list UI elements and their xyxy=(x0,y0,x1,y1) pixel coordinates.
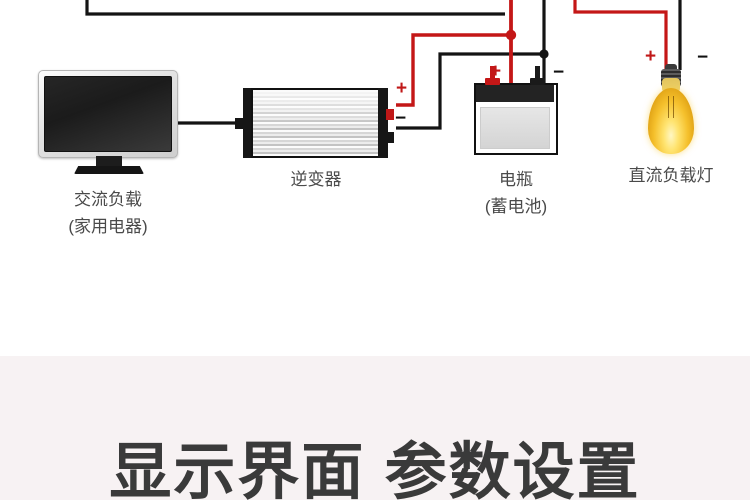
section-title: 显示界面 参数设置 xyxy=(109,438,641,500)
battery-negative-post xyxy=(535,66,540,80)
bulb-minus-sign: − xyxy=(697,47,709,68)
inverter-icon xyxy=(235,88,394,158)
monitor-screen xyxy=(44,76,172,152)
inverter-right-cap xyxy=(378,88,388,158)
monitor-stand-neck xyxy=(96,156,122,168)
ac-load-label-line1: 交流负载 xyxy=(74,190,142,209)
section-banner: 显示界面 参数设置 xyxy=(0,356,750,500)
inverter-positive-terminal xyxy=(386,109,394,120)
inverter-left-cap xyxy=(243,88,253,158)
ac-load-label-line2: (家用电器) xyxy=(68,217,148,236)
inverter-negative-terminal xyxy=(386,132,394,143)
inverter-minus-sign: − xyxy=(395,108,407,129)
battery-minus-sign: − xyxy=(553,62,565,83)
battery-positive-terminal xyxy=(485,78,500,85)
battery-icon xyxy=(474,66,558,155)
light-bulb-icon xyxy=(640,62,702,162)
battery-top-cover xyxy=(476,85,554,102)
wiring-lines xyxy=(85,0,682,130)
solar-system-wiring-diagram: 交流负载 (家用电器) + − 逆变器 + − 电瓶 (蓄电池) xyxy=(38,0,714,236)
inverter-label: 逆变器 xyxy=(290,170,342,189)
dc-load-lamp-label: 直流负载灯 xyxy=(628,166,714,185)
battery-plus-sign: + xyxy=(490,61,502,82)
battery-front-panel xyxy=(480,107,550,149)
battery-negative-terminal xyxy=(530,78,545,85)
inverter-ac-terminal xyxy=(235,118,243,129)
bulb-filament xyxy=(667,96,675,118)
inverter-body xyxy=(251,88,380,158)
monitor-stand-base xyxy=(74,166,144,174)
bulb-glass xyxy=(648,88,694,154)
battery-positive-post xyxy=(490,66,495,80)
bulb-plus-sign: + xyxy=(645,46,657,67)
battery-label-line1: 电瓶 xyxy=(499,170,533,189)
bulb-tip xyxy=(665,64,677,71)
battery-label-line2: (蓄电池) xyxy=(484,197,548,216)
monitor-icon xyxy=(38,70,178,174)
inverter-plus-sign: + xyxy=(396,78,408,99)
